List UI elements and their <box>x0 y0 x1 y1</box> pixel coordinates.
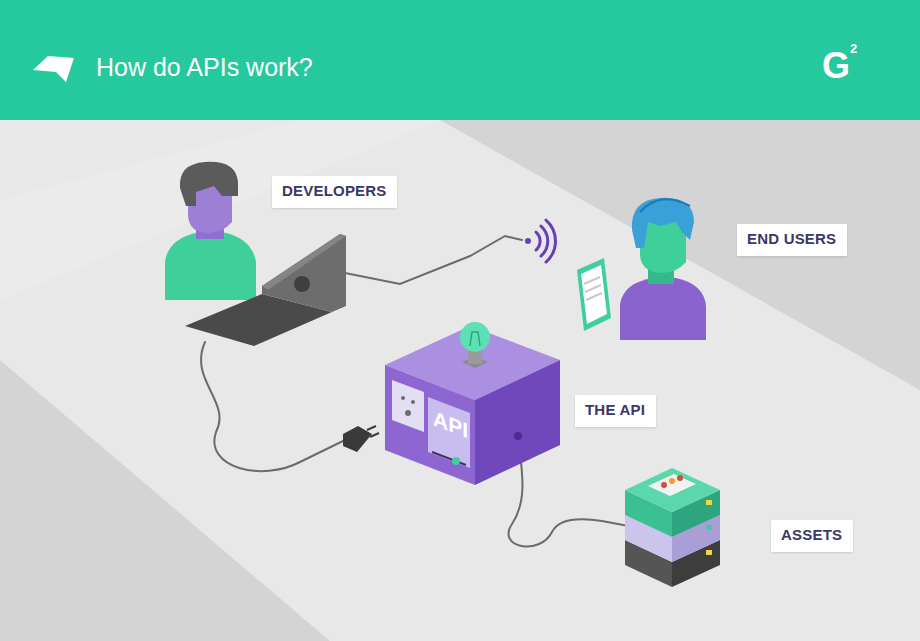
phone-part <box>584 277 600 284</box>
light-bulb-part <box>470 332 480 346</box>
background-part <box>0 120 440 300</box>
end-user-figure-part <box>620 278 706 340</box>
laptop-part <box>294 276 310 292</box>
server-stack-part <box>648 474 696 496</box>
label-text: THE API <box>585 395 646 425</box>
background <box>0 120 920 641</box>
plug-part <box>367 426 376 430</box>
wifi-symbol-part <box>536 232 540 250</box>
end-user-figure-part <box>640 199 690 212</box>
header-band-part <box>0 0 920 120</box>
label-box: END USERS <box>737 224 847 256</box>
plug-part <box>370 433 379 437</box>
label-text: ASSETS <box>781 520 843 550</box>
light-bulb <box>460 322 490 368</box>
label-text: DEVELOPERS <box>282 176 387 206</box>
server-stack <box>625 468 720 587</box>
api-box-part <box>514 432 522 440</box>
label-box: THE API <box>575 395 656 427</box>
label-box: DEVELOPERS <box>272 176 397 208</box>
server-stack-part <box>669 478 675 484</box>
logo-number: 2 <box>850 42 857 56</box>
end-user-figure <box>620 198 706 340</box>
wifi-symbol-part <box>541 226 548 256</box>
phone-part <box>581 265 607 324</box>
wifi-symbol <box>525 220 555 262</box>
phone-part <box>586 293 602 300</box>
header-band <box>0 0 920 120</box>
developer-figure <box>165 162 256 300</box>
background-part <box>0 120 920 641</box>
phone-part <box>585 285 601 292</box>
server-stack-part <box>706 550 712 555</box>
title: How do APIs work? <box>96 52 313 82</box>
developer-figure-part <box>165 232 256 300</box>
phone-part <box>577 258 611 331</box>
api-box-part <box>385 365 475 485</box>
server-stack-part <box>677 475 683 481</box>
wifi-symbol-part <box>525 238 531 244</box>
light-bulb-part <box>460 322 490 352</box>
server-stack-part <box>625 468 720 512</box>
api-box-part <box>452 457 460 465</box>
background-part <box>0 120 920 641</box>
label-box: ASSETS <box>771 520 853 552</box>
laptop-part <box>262 234 346 312</box>
label-text: END USERS <box>747 224 837 254</box>
api-box-part <box>432 452 466 465</box>
plug <box>343 426 379 452</box>
wire <box>201 236 628 546</box>
server-stack-part <box>706 525 712 530</box>
wire-part <box>201 342 343 471</box>
header-band-part <box>33 56 74 82</box>
logo-letter: G <box>822 46 850 86</box>
api-box-part <box>475 360 560 485</box>
api-box-part <box>411 400 415 404</box>
wifi-symbol-part <box>546 220 555 262</box>
developer-figure-part <box>180 162 238 206</box>
end-user-figure-part <box>632 198 694 248</box>
laptop <box>185 234 346 346</box>
api-box-part <box>401 396 405 400</box>
server-stack-part <box>661 482 667 488</box>
api-box-part <box>405 410 411 416</box>
phone <box>577 258 611 331</box>
light-bulb-part <box>468 350 482 364</box>
wire-part <box>340 236 522 284</box>
api-box-part <box>428 397 470 468</box>
panel-label: API <box>433 406 468 443</box>
api-box-part <box>392 380 424 432</box>
server-stack-part <box>706 500 712 505</box>
